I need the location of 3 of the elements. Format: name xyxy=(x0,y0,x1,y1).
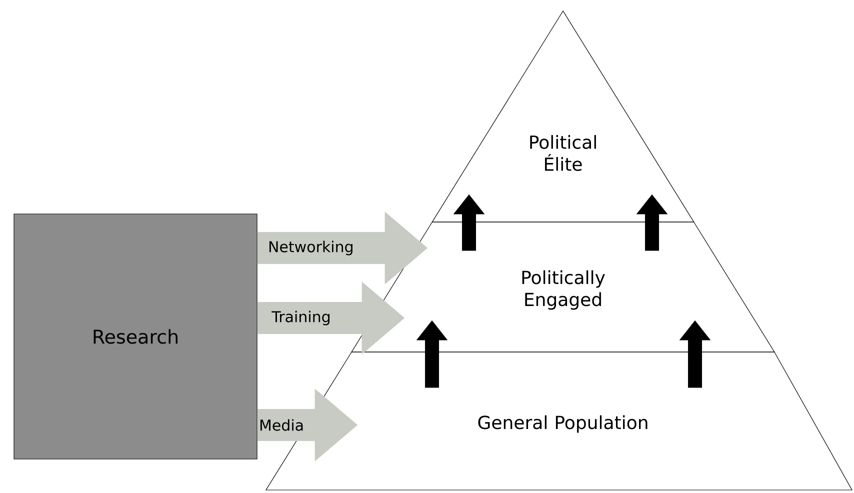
edge-label: Training xyxy=(270,310,332,326)
research-box: Research xyxy=(14,214,258,460)
pyramid-tier: Politically Engaged xyxy=(351,222,775,352)
